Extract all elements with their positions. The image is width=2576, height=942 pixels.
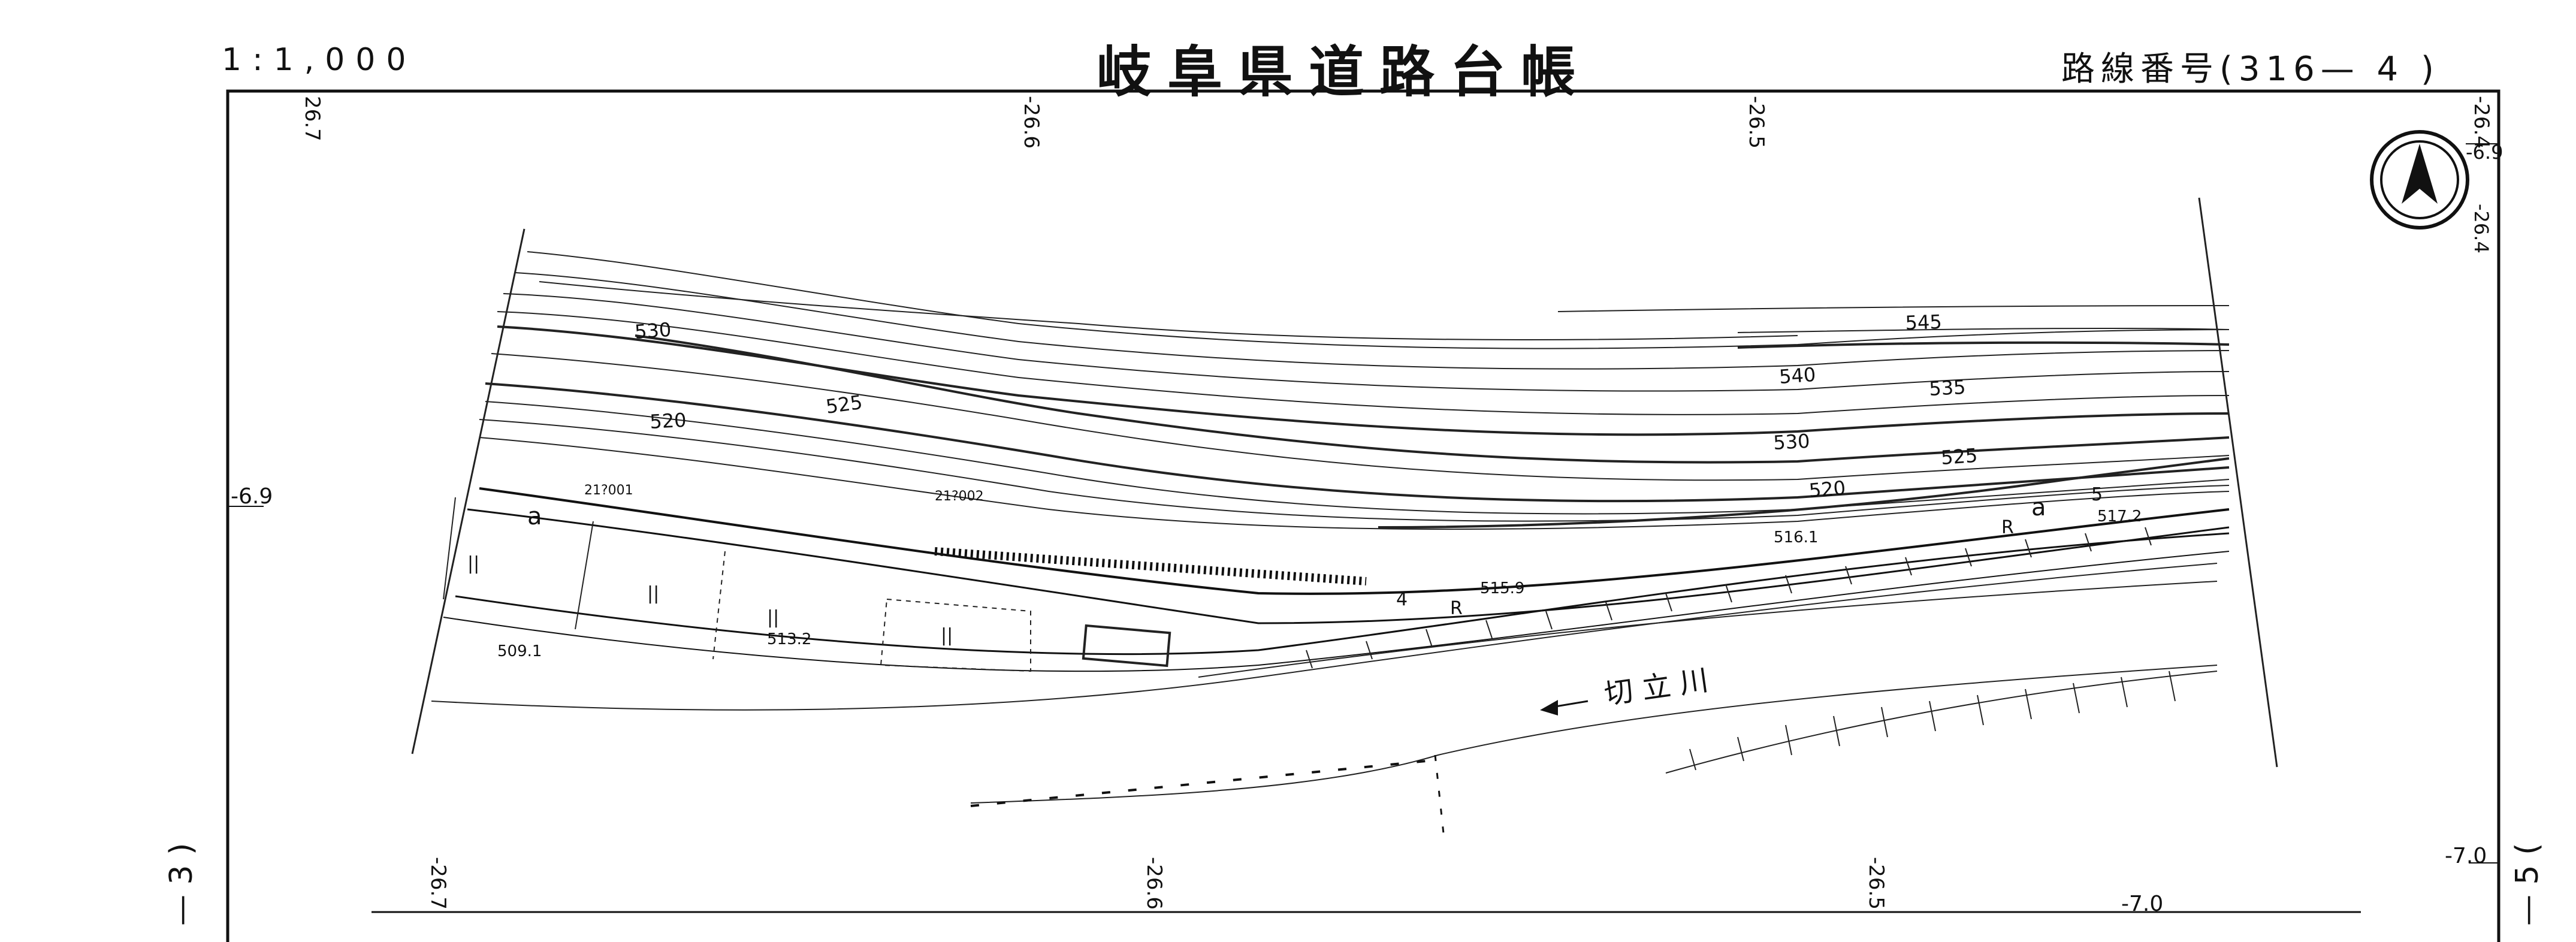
spot-height: 516.1 — [1774, 529, 1818, 547]
contour-label: 530 — [634, 318, 672, 343]
grid-label-right: -7.0 — [2445, 844, 2487, 868]
map-frame — [226, 89, 2500, 942]
field-mark: || — [647, 583, 659, 604]
spot-height: 509.1 — [497, 642, 542, 660]
spot-height: 513.2 — [767, 630, 811, 648]
contour-label: 545 — [1905, 310, 1942, 334]
map-scale: 1:1,000 — [222, 42, 417, 78]
road-mark: R — [2001, 517, 2014, 538]
north-arrow-icon — [2370, 130, 2469, 230]
page-title: 岐阜県道路台帳 — [1097, 40, 1592, 104]
route-number: 路線番号(316— 4 ) — [2061, 50, 2440, 89]
river-flow-arrow-head — [1540, 700, 1558, 715]
contour-label: 530 — [1772, 430, 1810, 454]
spot-height: 515.9 — [1480, 579, 1524, 597]
spot-height: 517.2 — [2097, 508, 2142, 526]
river-label: 切 立 川 — [1602, 663, 1711, 711]
point-label: 21?002 — [935, 489, 984, 504]
field-mark: || — [467, 553, 479, 574]
side-label-left: — 3 ) — [164, 843, 200, 926]
grid-label-left: -6.9 — [231, 484, 273, 509]
road-mark: R — [1450, 598, 1463, 619]
contour-label: 525 — [825, 391, 864, 418]
contour-label: 525 — [1940, 444, 1979, 469]
contour-label: 520 — [1808, 476, 1846, 502]
road-mark: a — [527, 503, 542, 530]
side-label-right: — 5 ( — [2509, 843, 2545, 926]
grid-label-bottom-right: -7.0 — [2121, 892, 2163, 916]
grid-label-top: -26.4 — [2469, 96, 2493, 149]
grid-label-top: 26.7 — [300, 96, 324, 141]
field-mark: || — [767, 607, 779, 628]
survey-boundary-left — [411, 228, 526, 754]
contour-label: 520 — [649, 409, 687, 433]
contour-lines — [479, 251, 2230, 530]
contour-label: 540 — [1778, 363, 1817, 388]
fields — [443, 497, 1171, 672]
survey-boundary-right — [2198, 197, 2278, 768]
road-mark: 5 — [2091, 484, 2103, 505]
grid-label-top: -26.6 — [1019, 96, 1043, 149]
point-label: 21?001 — [584, 483, 633, 498]
grid-label-bottom: -26.5 — [1864, 857, 1888, 910]
grid-label-bottom: -26.6 — [1142, 857, 1166, 910]
road-mark: 4 — [1396, 589, 1408, 610]
contour-label: 535 — [1928, 376, 1966, 400]
grid-label-top: -26.5 — [1744, 96, 1768, 149]
field-mark: || — [941, 625, 953, 646]
grid-label-bottom: -26.7 — [426, 857, 450, 910]
grid-label-right: -26.4 — [2470, 204, 2493, 253]
grid-label-right: -6.9 — [2466, 141, 2503, 164]
road-mark: a — [2031, 494, 2046, 521]
road — [443, 487, 2230, 672]
river — [431, 527, 2218, 840]
